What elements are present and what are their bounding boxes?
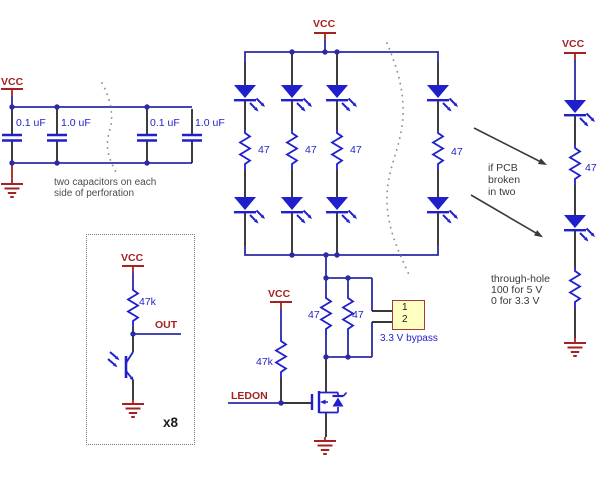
vcc-label-broken-column: VCC bbox=[562, 38, 585, 50]
vcc-label-driver: VCC bbox=[268, 288, 291, 300]
cap-value-3: 0.1 uF bbox=[150, 117, 180, 129]
connector-pin-1: 1 bbox=[402, 302, 408, 313]
mosfet bbox=[310, 391, 348, 414]
bottom-note-line-1: through-hole bbox=[491, 273, 550, 285]
vcc-label-led-array: VCC bbox=[313, 18, 336, 30]
driver-pullup-value: 47k bbox=[256, 356, 273, 368]
ledon-label: LEDON bbox=[231, 390, 268, 402]
bottom-note-line-3: 0 for 3.3 V bbox=[491, 295, 540, 307]
arrow-note-line-3: in two bbox=[488, 186, 516, 198]
parallel-resistor-2: 47 bbox=[352, 309, 364, 321]
cap-value-2: 1.0 uF bbox=[61, 117, 91, 129]
multiplier-label: x8 bbox=[163, 415, 179, 430]
junction-dots bbox=[9, 49, 351, 406]
component-wires bbox=[11, 54, 576, 437]
sensor-cell-box bbox=[86, 234, 195, 445]
array-resistor-2: 47 bbox=[305, 144, 317, 156]
connector-pin-2: 2 bbox=[402, 314, 408, 325]
cap-value-1: 0.1 uF bbox=[16, 117, 46, 129]
array-resistor-1: 47 bbox=[258, 144, 270, 156]
bypass-connector: 1 2 bbox=[392, 300, 425, 330]
out-label: OUT bbox=[155, 319, 178, 331]
arrow-note-line-1: if PCB bbox=[488, 162, 518, 174]
cap-note-line-2: side of perforation bbox=[54, 188, 135, 199]
array-resistor-3: 47 bbox=[350, 144, 362, 156]
perforation-lines bbox=[101, 42, 411, 278]
bypass-connector-label: 3.3 V bypass bbox=[380, 333, 438, 344]
parallel-resistor-1: 47 bbox=[308, 309, 320, 321]
bottom-note-line-2: 100 for 5 V bbox=[491, 284, 543, 296]
array-resistor-4: 47 bbox=[451, 146, 463, 158]
break-arrows bbox=[470, 127, 548, 238]
arrow-note-line-2: broken bbox=[488, 174, 521, 186]
bypass-capacitors bbox=[0, 133, 204, 142]
net-wires bbox=[11, 40, 576, 404]
cap-note-line-1: two capacitors on each bbox=[54, 177, 157, 188]
cap-value-4: 1.0 uF bbox=[195, 117, 225, 129]
sensor-resistor-value: 47k bbox=[139, 296, 156, 308]
vcc-label-cap-bank: VCC bbox=[1, 76, 24, 88]
vcc-label-sensor-cell: VCC bbox=[121, 252, 144, 264]
broken-column-resistor: 47 bbox=[585, 162, 597, 174]
